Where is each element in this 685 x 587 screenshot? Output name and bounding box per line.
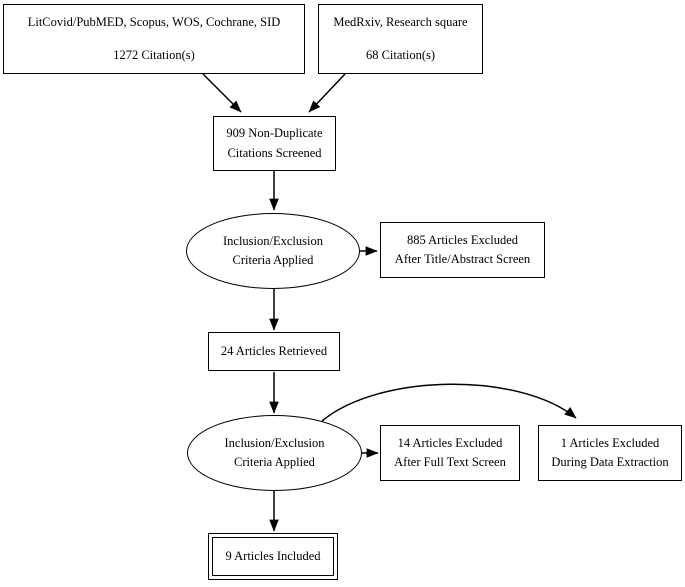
node-sources-preprint[interactable]: MedRxiv, Research square 68 Citation(s) <box>318 4 483 74</box>
edge-sources-primary-to-screened <box>202 73 242 113</box>
node-sources-primary[interactable]: LitCovid/PubMED, Scopus, WOS, Cochrane, … <box>3 4 305 74</box>
criteria-title-abstract-line1: Inclusion/Exclusion <box>223 233 323 248</box>
sources-primary-line1: LitCovid/PubMED, Scopus, WOS, Cochrane, … <box>27 15 281 30</box>
node-excluded-data-extraction[interactable]: 1 Articles Excluded During Data Extracti… <box>538 425 682 481</box>
node-articles-retrieved[interactable]: 24 Articles Retrieved <box>208 332 340 371</box>
articles-included-line1: 9 Articles Included <box>225 548 321 563</box>
citations-screened-line1: 909 Non-Duplicate <box>226 126 323 141</box>
sources-preprint-line1: MedRxiv, Research square <box>333 15 468 30</box>
criteria-full-text-line2: Criteria Applied <box>234 455 315 469</box>
excluded-data-extraction-line1: 1 Articles Excluded <box>560 435 660 450</box>
node-excluded-full-text[interactable]: 14 Articles Excluded After Full Text Scr… <box>380 425 520 481</box>
edge-criteria-full-text-to-excluded-data-extraction <box>321 383 577 422</box>
sources-primary-line2: 1272 Citation(s) <box>113 47 195 62</box>
node-citations-screened[interactable]: 909 Non-Duplicate Citations Screened <box>213 116 336 171</box>
articles-included-inner-frame: 9 Articles Included <box>212 537 334 576</box>
articles-retrieved-line1: 24 Articles Retrieved <box>220 343 328 358</box>
citations-screened-line2: Citations Screened <box>227 145 322 160</box>
node-criteria-title-abstract[interactable]: Inclusion/Exclusion Criteria Applied <box>186 213 360 289</box>
node-criteria-full-text[interactable]: Inclusion/Exclusion Criteria Applied <box>187 415 362 491</box>
excluded-full-text-line2: After Full Text Screen <box>394 455 506 469</box>
excluded-title-abstract-line2: After Title/Abstract Screen <box>394 252 531 266</box>
criteria-full-text-line1: Inclusion/Exclusion <box>224 435 325 450</box>
excluded-title-abstract-line1: 885 Articles Excluded <box>406 232 519 247</box>
edge-sources-preprint-to-screened <box>308 73 346 113</box>
sources-preprint-line2: 68 Citation(s) <box>365 47 436 62</box>
excluded-data-extraction-line2: During Data Extraction <box>551 455 669 469</box>
node-articles-included[interactable]: 9 Articles Included <box>208 533 338 580</box>
criteria-title-abstract-line2: Criteria Applied <box>232 253 314 267</box>
excluded-full-text-line1: 14 Articles Excluded <box>397 435 503 450</box>
node-excluded-title-abstract[interactable]: 885 Articles Excluded After Title/Abstra… <box>380 222 545 278</box>
